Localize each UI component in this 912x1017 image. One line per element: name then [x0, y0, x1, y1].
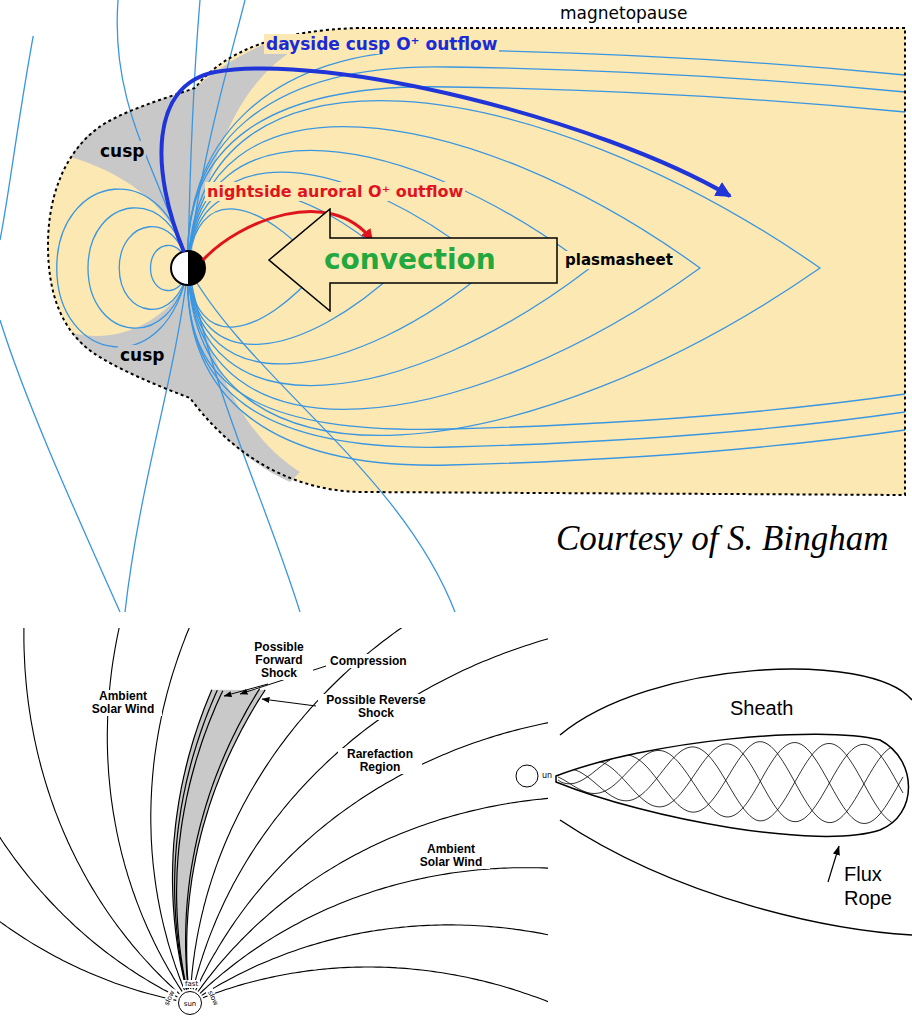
spiral-line [198, 796, 548, 991]
spiral-field [0, 628, 548, 1017]
field-line [188, 50, 905, 268]
flux-rope-outline [556, 734, 909, 836]
structure-label: Flux Rope [842, 862, 908, 910]
shock-line [186, 689, 260, 990]
region-label: Compression [328, 654, 409, 668]
spiral-line [196, 712, 548, 991]
region-label: cusp [118, 345, 166, 365]
field-line [117, 0, 188, 268]
credit-text: Courtesy of S. Bingham [554, 518, 890, 560]
region-label: Sheath [728, 696, 795, 720]
leader-arrow [224, 684, 268, 696]
earth-night [188, 251, 205, 285]
region-label: cusp [98, 141, 146, 161]
earth [171, 251, 205, 285]
sun-disc [516, 765, 538, 787]
field-lines [0, 0, 905, 612]
helix-line [558, 743, 903, 824]
helix-line [558, 742, 903, 823]
spiral-line [151, 628, 456, 990]
magnetopause-line [48, 28, 905, 495]
outflow-label: nightside auroral O⁺ outflow [205, 182, 465, 201]
spiral-line [24, 628, 180, 994]
region-label: plasmasheet [563, 251, 675, 269]
cusp-outflow-arrow [161, 68, 730, 252]
corner-patch [0, 0, 105, 36]
leader-arrow [828, 846, 839, 882]
spiral-line [191, 628, 548, 989]
field-line [188, 0, 245, 268]
field-line [188, 268, 905, 465]
sun-circle: sun [178, 991, 202, 1015]
field-line [188, 268, 300, 612]
magnetosphere-fill [48, 28, 905, 495]
helix-line [558, 744, 903, 822]
field-line [188, 268, 905, 429]
field-line [188, 150, 590, 385]
spiral-line [107, 628, 323, 991]
field-line [188, 268, 905, 447]
sun-label: sun [184, 1000, 197, 1008]
field-line [0, 320, 120, 612]
shock-label: Possible Forward Shock [245, 641, 313, 680]
shock-line [187, 690, 266, 989]
field-line [188, 0, 200, 268]
spiral-line [202, 925, 548, 1017]
shock-label: Possible Reverse Shock [318, 694, 434, 720]
outflow-label: dayside cusp O⁺ outflow [264, 34, 499, 54]
wind-label: Ambient Solar Wind [84, 690, 162, 716]
wind-label: Ambient Solar Wind [412, 843, 490, 869]
arrow-label: convection [324, 242, 496, 278]
speed-label: slow [162, 988, 178, 1009]
leader-arrow [262, 699, 316, 706]
sun-label: un [540, 771, 554, 781]
sheath-boundary [560, 820, 912, 935]
convection-arrow: convection [268, 208, 558, 312]
interaction-region [173, 690, 266, 990]
spiral-line [203, 967, 548, 1017]
helix-line [558, 744, 903, 825]
region-label: Rarefaction Region [338, 748, 422, 774]
spiral-line [200, 868, 548, 1012]
field-line [125, 268, 188, 612]
speed-label: fast [183, 980, 200, 988]
speed-label: slow [205, 988, 221, 1009]
boundary-label: magnetopause [558, 3, 689, 23]
arrow-shape [269, 209, 557, 311]
helical-lines [558, 742, 903, 825]
cusp-region [72, 284, 300, 482]
sheath-boundary [560, 669, 912, 735]
